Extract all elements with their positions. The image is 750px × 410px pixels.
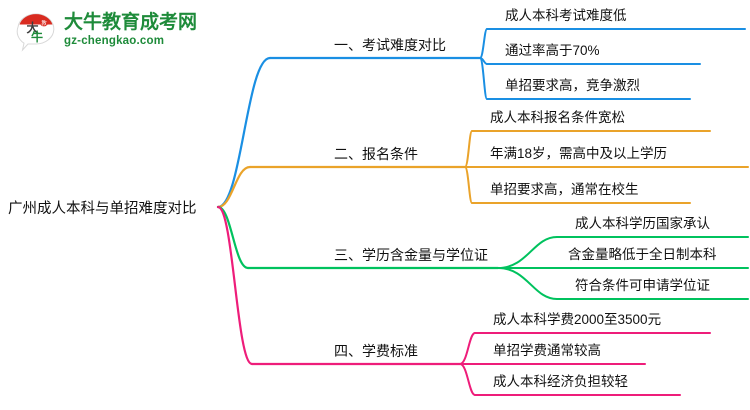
svg-text:大: 大: [27, 20, 39, 35]
leaf-node-2-3[interactable]: 单招要求高，通常在校生: [490, 182, 639, 197]
site-logo: 大 牛 教 大牛教育成考网 gz-chengkao.com: [14, 6, 197, 54]
leaf-connector-1-3: [479, 57, 488, 100]
leaf-node-3-3[interactable]: 符合条件可申请学位证: [575, 278, 710, 293]
leaf-connector-2-1: [464, 130, 473, 168]
logo-text-block: 大牛教育成考网 gz-chengkao.com: [64, 13, 197, 48]
leaf-node-1-2[interactable]: 通过率高于70%: [505, 43, 600, 58]
leaf-connector-4-3: [459, 363, 476, 396]
branch-node-4[interactable]: 四、学费标准: [334, 343, 418, 359]
logo-title: 大牛教育成考网: [64, 11, 198, 33]
root-node[interactable]: 广州成人本科与单招难度对比: [8, 201, 197, 217]
leaf-node-4-2[interactable]: 单招学费通常较高: [493, 343, 601, 358]
leaf-connector-1-2: [479, 57, 488, 65]
leaf-connector-2-3: [464, 166, 473, 204]
svg-text:牛: 牛: [31, 29, 43, 44]
branch-node-2[interactable]: 二、报名条件: [334, 146, 418, 162]
branch-connector-1: [216, 56, 272, 209]
leaf-connector-4-1: [459, 332, 476, 365]
leaf-node-2-1[interactable]: 成人本科报名条件宽松: [490, 110, 625, 125]
leaf-node-3-2[interactable]: 含金量略低于全日制本科: [568, 247, 717, 262]
branch-connector-2: [216, 165, 252, 209]
leaf-connector-3-1: [497, 236, 558, 269]
logo-subtitle: gz-chengkao.com: [64, 34, 165, 47]
leaf-node-1-1[interactable]: 成人本科考试难度低: [505, 8, 627, 23]
leaf-node-2-2[interactable]: 年满18岁，需高中及以上学历: [490, 146, 668, 161]
leaf-connector-3-3: [497, 267, 558, 300]
leaf-node-4-1[interactable]: 成人本科学费2000至3500元: [493, 312, 662, 327]
branch-connector-4: [216, 205, 254, 366]
branch-node-1[interactable]: 一、考试难度对比: [334, 37, 446, 53]
leaf-node-4-3[interactable]: 成人本科经济负担较轻: [493, 374, 628, 389]
branch-node-3[interactable]: 三、学历含金量与学位证: [334, 247, 488, 263]
leaf-node-3-1[interactable]: 成人本科学历国家承认: [575, 216, 710, 231]
branch-connector-3: [216, 205, 250, 270]
leaf-node-1-3[interactable]: 单招要求高，竞争激烈: [505, 78, 640, 93]
daniu-logo-mark-icon: 大 牛 教: [14, 8, 58, 52]
leaf-connector-1-1: [479, 28, 488, 59]
svg-text:教: 教: [41, 19, 47, 27]
